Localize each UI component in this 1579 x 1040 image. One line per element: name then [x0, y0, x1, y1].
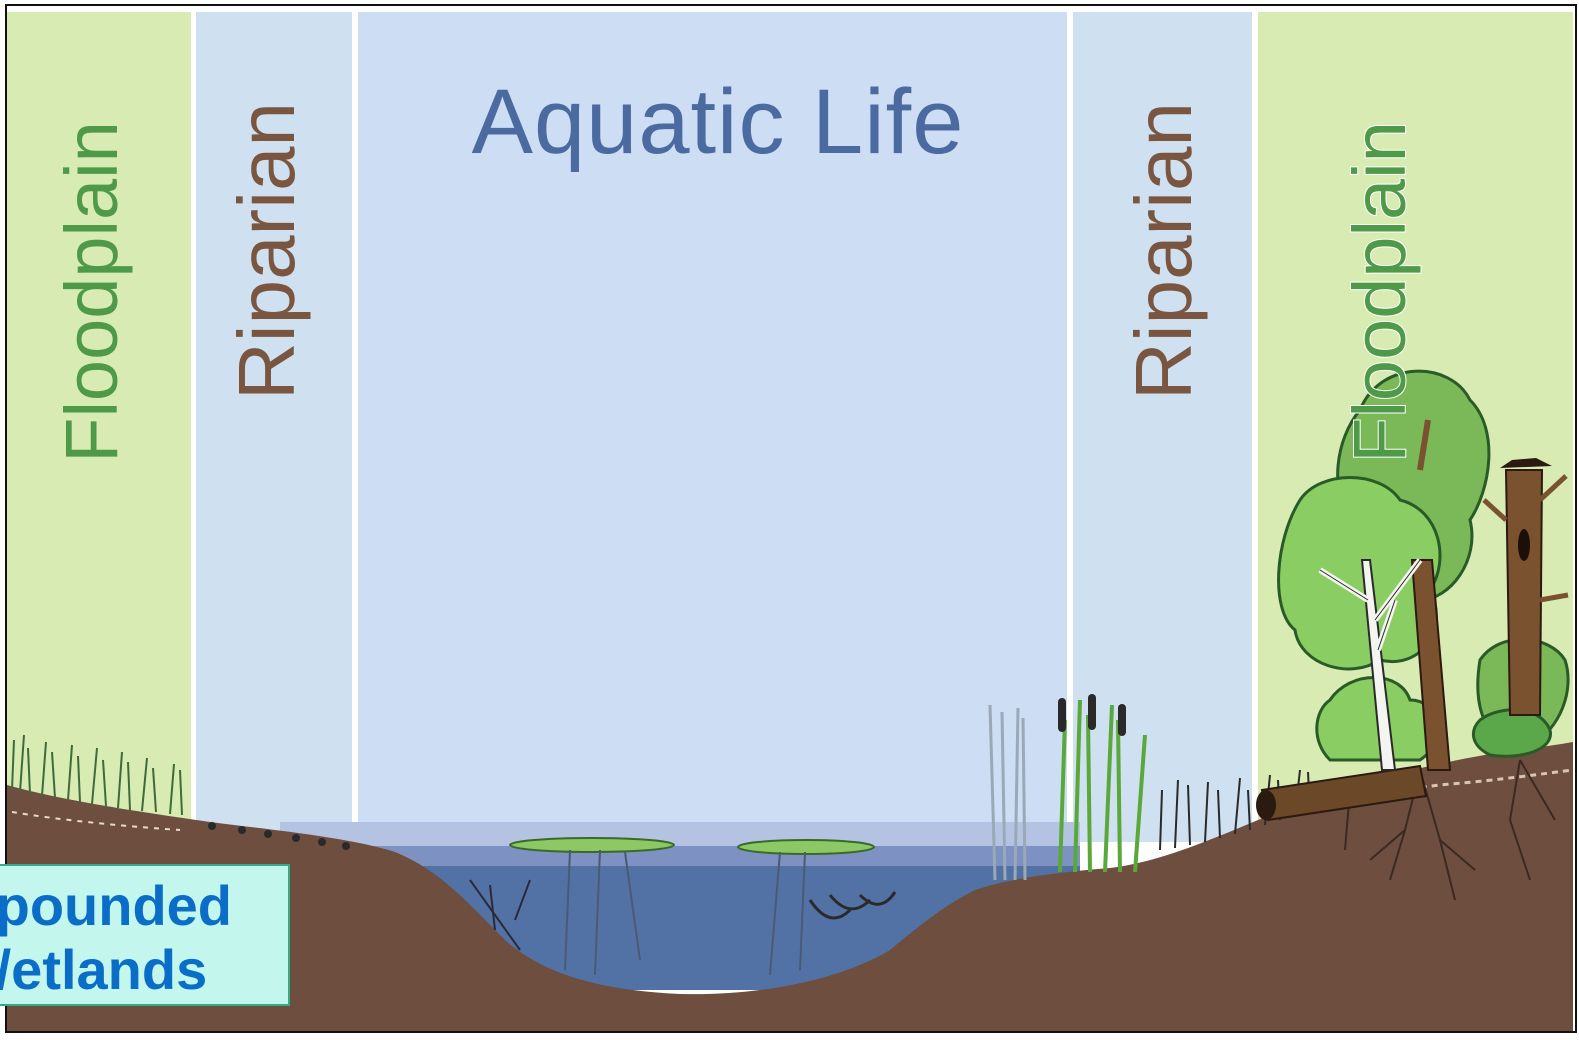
impounded-wetlands-callout: pounded /etlands: [0, 864, 290, 1006]
separator-line: [352, 12, 358, 842]
riparian-left-label: Riparian: [227, 102, 307, 400]
water-surface-band: [280, 822, 1080, 848]
floodplain-right-label: Floodplain: [1343, 121, 1417, 462]
separator-line: [1067, 12, 1073, 872]
floodplain-left-label: Floodplain: [55, 121, 129, 462]
separator-line: [1252, 12, 1258, 842]
impounded-wetlands-label: pounded /etlands: [0, 874, 232, 1002]
aquatic-life-label: Aquatic Life: [472, 76, 965, 168]
riparian-right-label: Riparian: [1124, 102, 1204, 400]
separator-line: [191, 12, 196, 842]
